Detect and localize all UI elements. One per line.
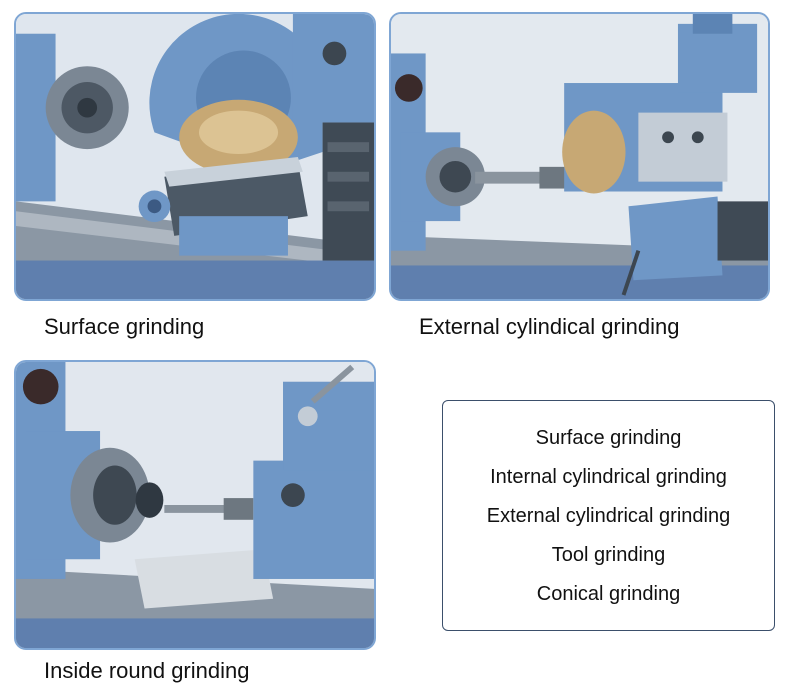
list-item: External cylindrical grinding: [486, 504, 731, 527]
inside-round-grinding-photo: [14, 360, 376, 650]
list-item: Surface grinding: [535, 426, 682, 449]
external-cylindrical-grinding-caption: External cylindical grinding: [419, 314, 680, 339]
external-cylindrical-grinding-photo: [389, 12, 770, 301]
surface-grinding-photo: [14, 12, 376, 301]
capabilities-list: Surface grinding Internal cylindrical gr…: [442, 400, 775, 631]
list-item: Internal cylindrical grinding: [490, 465, 727, 488]
list-item: Conical grinding: [536, 582, 681, 605]
surface-grinding-caption: Surface grinding: [44, 314, 205, 339]
inside-round-grinding-caption: Inside round grinding: [44, 658, 250, 683]
list-item: Tool grinding: [551, 543, 666, 566]
